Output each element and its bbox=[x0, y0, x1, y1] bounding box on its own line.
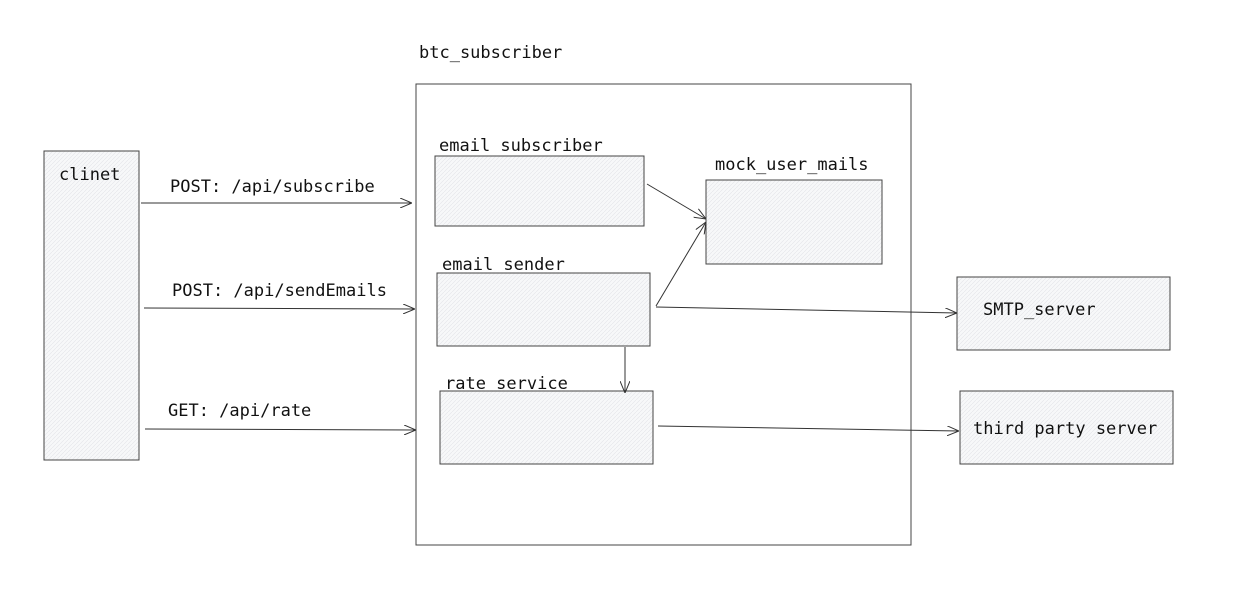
email-subscriber-label: email subscriber bbox=[439, 136, 603, 156]
email-subscriber-node bbox=[434, 155, 645, 227]
rate-service-node bbox=[439, 390, 654, 465]
rate-service-label: rate service bbox=[445, 374, 568, 394]
rate-to-third-party-arrow bbox=[657, 425, 959, 431]
send-emails-arrow bbox=[143, 308, 415, 309]
sender-to-smtp-arrow bbox=[655, 306, 957, 313]
btc-subscriber-label: btc_subscriber bbox=[419, 43, 562, 63]
client-node bbox=[43, 150, 140, 461]
third-party-server-label: third party server bbox=[973, 419, 1157, 439]
mock-user-mails-label: mock_user_mails bbox=[715, 155, 869, 175]
btc-subscriber-container bbox=[415, 83, 912, 546]
smtp-server-node bbox=[956, 276, 1171, 351]
email-sender-node bbox=[436, 272, 651, 347]
email-sender-label: email sender bbox=[442, 255, 565, 275]
subscriber-to-mails-arrow bbox=[646, 183, 706, 219]
send-emails-edge-label: POST: /api/sendEmails bbox=[172, 281, 387, 301]
rate-edge-label: GET: /api/rate bbox=[168, 401, 311, 421]
third-party-server-node bbox=[959, 390, 1174, 465]
mock-user-mails-node bbox=[705, 179, 883, 265]
smtp-server-label: SMTP_server bbox=[983, 300, 1096, 320]
subscribe-edge-label: POST: /api/subscribe bbox=[170, 177, 375, 197]
rate-arrow bbox=[144, 429, 416, 430]
client-label: clinet bbox=[59, 165, 120, 185]
sender-to-mails-arrow bbox=[655, 222, 706, 307]
